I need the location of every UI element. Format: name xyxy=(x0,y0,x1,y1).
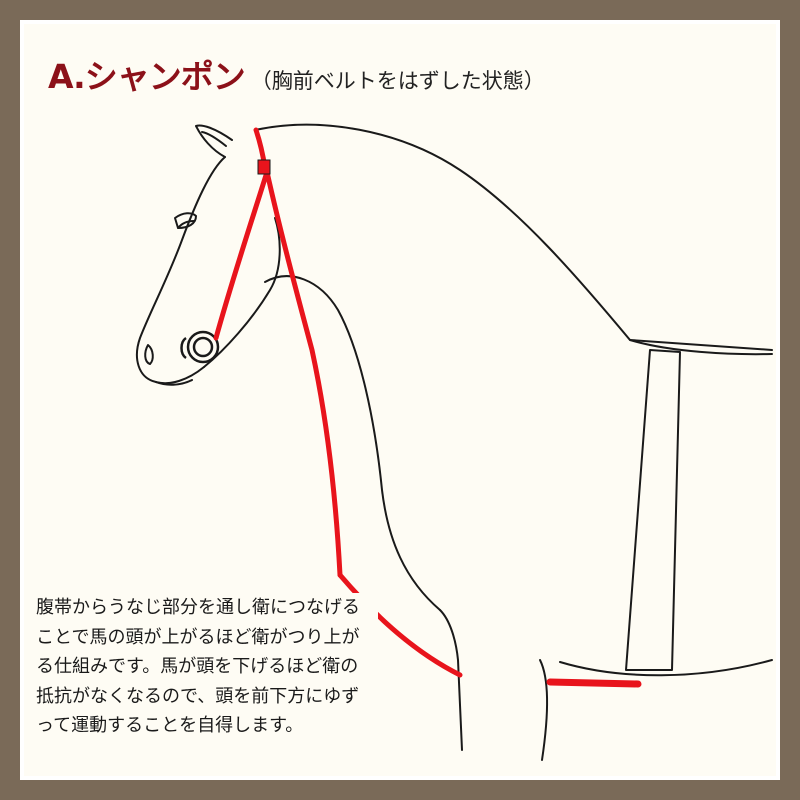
horse-jaw xyxy=(203,217,281,368)
chambon-main-cord xyxy=(264,169,343,578)
horse-belly xyxy=(559,659,773,677)
chambon-chest-cord xyxy=(337,572,463,678)
horse-eye xyxy=(174,212,197,229)
girth-strap-band xyxy=(625,349,681,671)
horse-back xyxy=(629,339,773,351)
girth-strap xyxy=(625,349,681,671)
horse-mouth xyxy=(155,379,193,386)
horse-chest xyxy=(439,609,463,751)
horse-chambon-illustration xyxy=(136,123,773,761)
horse-outline xyxy=(136,123,773,761)
horse-ear xyxy=(195,124,233,158)
horse-crest xyxy=(254,123,773,356)
horse-eye-lid xyxy=(177,220,195,229)
chambon-strap xyxy=(213,127,642,688)
inner-border xyxy=(20,20,780,780)
horse-nostril xyxy=(144,344,154,365)
horse-ear-inner xyxy=(201,131,227,147)
bit-ring xyxy=(180,330,220,364)
diagram-title: A.シャンポン（胸前ベルトをはずした状態） xyxy=(48,50,545,98)
horse-neck-underside xyxy=(264,275,441,611)
horse-foreleg xyxy=(539,659,548,761)
title-subtitle: （胸前ベルトをはずした状態） xyxy=(250,69,545,93)
chambon-poll-connector xyxy=(257,159,271,175)
horse-face xyxy=(136,156,226,385)
chambon-girth-attachment xyxy=(546,678,642,688)
title-main: A.シャンポン xyxy=(48,57,246,96)
chambon-cord-to-bit xyxy=(213,169,270,341)
description-text: 腹帯からうなじ部分を通し衛につなげることで馬の頭が上がるほど衛がつり上がる仕組み… xyxy=(34,593,378,741)
